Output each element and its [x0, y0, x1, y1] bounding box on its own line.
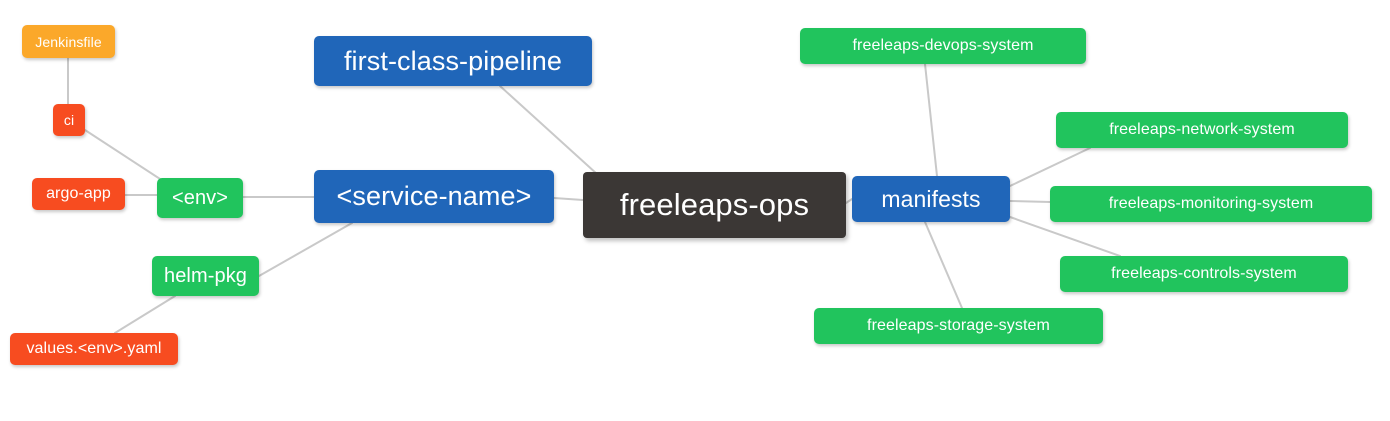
- node-label: freeleaps-storage-system: [867, 317, 1050, 334]
- node-label: first-class-pipeline: [343, 45, 563, 76]
- node-label: freeleaps-ops: [619, 187, 810, 222]
- node-label: freeleaps-devops-system: [852, 37, 1034, 54]
- mindmap-node-helm[interactable]: helm-pkg: [152, 256, 259, 296]
- edge-root-to-pipeline: [499, 85, 598, 175]
- node-label: manifests: [881, 185, 981, 212]
- mindmap-node-argo[interactable]: argo-app: [32, 178, 125, 210]
- mindmap-node-network[interactable]: freeleaps-network-system: [1056, 112, 1348, 148]
- node-label: <env>: [171, 186, 229, 209]
- node-label: argo-app: [46, 185, 111, 202]
- edge-manifests-to-storage: [924, 221, 963, 309]
- mindmap-node-monitoring[interactable]: freeleaps-monitoring-system: [1050, 186, 1372, 222]
- mindmap-node-pipeline[interactable]: first-class-pipeline: [314, 36, 592, 86]
- edge-manifests-to-devops: [924, 63, 938, 177]
- mindmap-node-root[interactable]: freeleaps-ops: [583, 172, 846, 238]
- node-label: freeleaps-controls-system: [1111, 265, 1297, 282]
- mindmap-node-storage[interactable]: freeleaps-storage-system: [814, 308, 1103, 344]
- edge-manifests-to-monitoring: [1009, 200, 1051, 203]
- mindmap-node-ci[interactable]: ci: [53, 104, 85, 136]
- mindmap-node-devops[interactable]: freeleaps-devops-system: [800, 28, 1086, 64]
- node-label: Jenkinsfile: [35, 33, 102, 50]
- node-label: helm-pkg: [163, 264, 248, 287]
- node-label: <service-name>: [336, 181, 532, 211]
- mindmap-node-jenkinsfile[interactable]: Jenkinsfile: [22, 25, 115, 58]
- node-label: freeleaps-network-system: [1109, 121, 1295, 138]
- edge-manifests-to-network: [1009, 147, 1091, 187]
- mindmap-node-values[interactable]: values.<env>.yaml: [10, 333, 178, 365]
- edge-manifests-to-controls: [1009, 216, 1121, 257]
- mindmap-node-controls[interactable]: freeleaps-controls-system: [1060, 256, 1348, 292]
- mindmap-node-manifests[interactable]: manifests: [852, 176, 1010, 222]
- node-label: ci: [63, 112, 75, 128]
- mindmap-node-service[interactable]: <service-name>: [314, 170, 554, 223]
- mindmap-node-env[interactable]: <env>: [157, 178, 243, 218]
- edge-root-to-service: [553, 197, 584, 201]
- edge-service-to-helm: [258, 222, 353, 277]
- node-label: freeleaps-monitoring-system: [1108, 195, 1314, 212]
- edge-helm-to-values: [114, 295, 176, 334]
- node-label: values.<env>.yaml: [26, 340, 162, 357]
